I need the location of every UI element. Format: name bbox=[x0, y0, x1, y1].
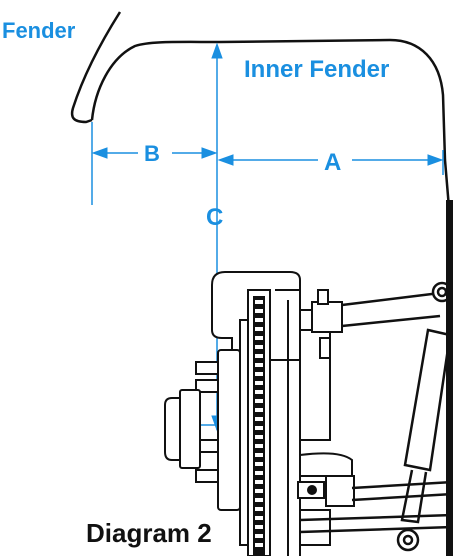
rotor-rib bbox=[255, 525, 263, 529]
rotor-rib bbox=[255, 480, 263, 484]
rotor-rib bbox=[255, 399, 263, 403]
inner-fender-outline bbox=[90, 38, 452, 221]
dim-c-arrow-top bbox=[211, 42, 223, 59]
rotor-rib bbox=[255, 543, 263, 547]
diagram-caption: Diagram 2 bbox=[86, 518, 212, 548]
rotor-rib bbox=[255, 408, 263, 412]
rotor-rib bbox=[255, 300, 263, 304]
rotor-rib bbox=[255, 516, 263, 520]
rotor-rib bbox=[255, 462, 263, 466]
frame-edge bbox=[446, 200, 453, 556]
brake-rotor bbox=[247, 289, 271, 556]
dim-a-arrow-right bbox=[427, 154, 444, 166]
rotor-rib bbox=[255, 471, 263, 475]
rotor-rib bbox=[255, 426, 263, 430]
rotor-rib bbox=[255, 381, 263, 385]
rotor-rib bbox=[255, 507, 263, 511]
rotor-rib bbox=[255, 363, 263, 367]
dim-b-label: B bbox=[144, 141, 160, 166]
shock-absorber bbox=[400, 328, 452, 524]
rotor-rib bbox=[255, 498, 263, 502]
rotor-rib bbox=[255, 318, 263, 322]
dimension-lines bbox=[91, 42, 444, 432]
steering-knuckle bbox=[275, 289, 355, 556]
dim-b-arrow-left bbox=[91, 147, 108, 159]
rotor-rib bbox=[255, 444, 263, 448]
rotor-rib bbox=[255, 417, 263, 421]
rotor-rib bbox=[255, 309, 263, 313]
fender-label: Fender bbox=[2, 18, 76, 43]
rotor-rib bbox=[255, 435, 263, 439]
dim-a-arrow-left bbox=[217, 154, 234, 166]
rotor-rib bbox=[255, 327, 263, 331]
hub-assembly bbox=[164, 271, 301, 546]
dim-a-label: A bbox=[324, 149, 341, 176]
rotor-rib bbox=[255, 336, 263, 340]
fender-outline bbox=[70, 11, 122, 124]
rotor-rib bbox=[255, 372, 263, 376]
dim-c-label: C bbox=[206, 204, 223, 231]
rotor-rib bbox=[255, 534, 263, 538]
rotor-rib bbox=[255, 345, 263, 349]
dim-b-arrow-right bbox=[201, 147, 218, 159]
rotor-rib bbox=[255, 453, 263, 457]
rotor-rib bbox=[255, 390, 263, 394]
upper-control-arm bbox=[341, 281, 453, 328]
lower-control-arm bbox=[299, 480, 453, 552]
rotor-rib bbox=[255, 489, 263, 493]
rotor-rib bbox=[255, 354, 263, 358]
inner-fender-label: Inner Fender bbox=[244, 56, 389, 83]
